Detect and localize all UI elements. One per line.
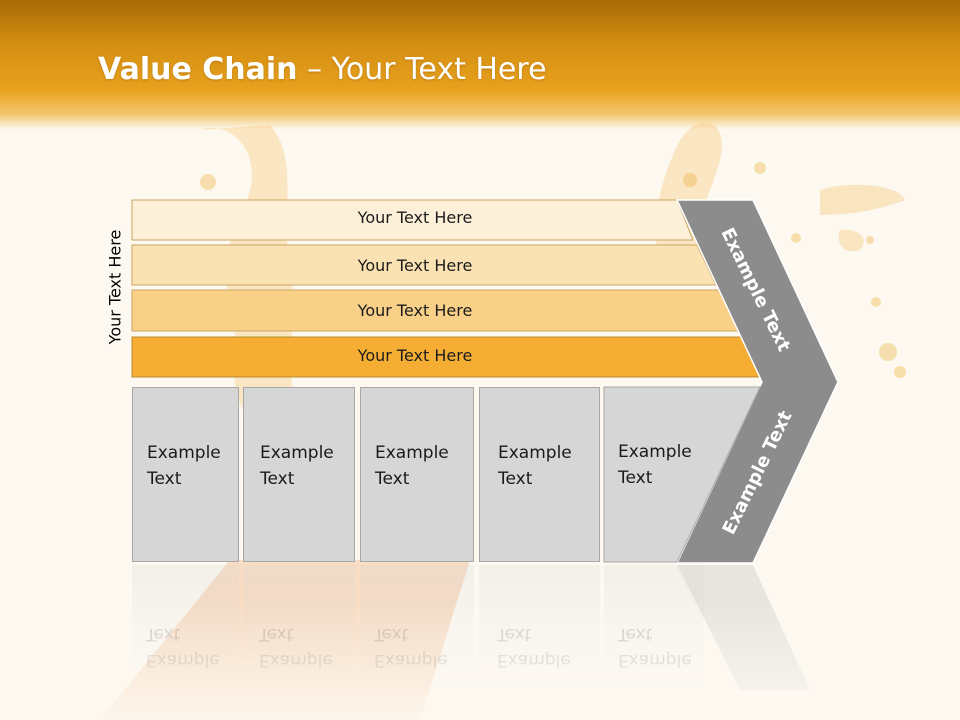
activity-box-2-line2: Text [260, 469, 295, 489]
activity-box-3-line2: Text [375, 469, 410, 489]
activity-box-3-reflection: Example Text [360, 565, 474, 695]
band-2-label: Your Text Here [357, 256, 473, 275]
slide-title: Value Chain – Your Text Here [98, 52, 547, 87]
activity-box-5-line2: Text [618, 468, 653, 488]
activity-box-1-line2: Text [147, 469, 182, 489]
reflection-4-label: Example Text [497, 621, 587, 673]
reflection-5-label: Example Text [618, 621, 708, 673]
activity-box-1-reflection: Example Text [132, 565, 239, 695]
activity-box-5-reflection: Example Text [604, 565, 704, 695]
reflection-2-line2: Text [259, 624, 294, 644]
activity-box-5-line1: Example [618, 442, 692, 462]
activity-box-3-line1: Example [375, 443, 449, 463]
title-rest: – Your Text Here [297, 52, 547, 87]
title-bold: Value Chain [98, 52, 298, 87]
reflection-2-label: Example Text [259, 621, 349, 673]
reflection-1-line2: Text [146, 624, 181, 644]
activity-box-2-line1: Example [260, 443, 334, 463]
reflection-5-line2: Text [618, 624, 653, 644]
activity-box-4-line1: Example [498, 443, 572, 463]
activity-box-2-reflection: Example Text [243, 565, 355, 695]
band-4-label: Your Text Here [357, 346, 473, 365]
reflection-2-line1: Example [259, 650, 333, 670]
reflection-4-line1: Example [497, 650, 571, 670]
activity-box-4-reflection: Example Text [479, 565, 600, 695]
reflection-1-label: Example Text [146, 621, 236, 673]
reflection-3-line2: Text [374, 624, 409, 644]
activity-box-1-line1: Example [147, 443, 221, 463]
band-3-label: Your Text Here [357, 301, 473, 320]
reflection-5-line1: Example [618, 650, 692, 670]
band-1 [131, 199, 694, 241]
reflection-1-line1: Example [146, 650, 220, 670]
title-bar [0, 0, 960, 130]
band-1-label: Your Text Here [357, 208, 473, 227]
chevron-arrow [675, 199, 839, 564]
activity-box-4-line2: Text [498, 469, 533, 489]
reflection-3-line1: Example [374, 650, 448, 670]
reflection-3-label: Example Text [374, 621, 464, 673]
box-5-shape [603, 386, 761, 563]
reflection-4-line2: Text [497, 624, 532, 644]
